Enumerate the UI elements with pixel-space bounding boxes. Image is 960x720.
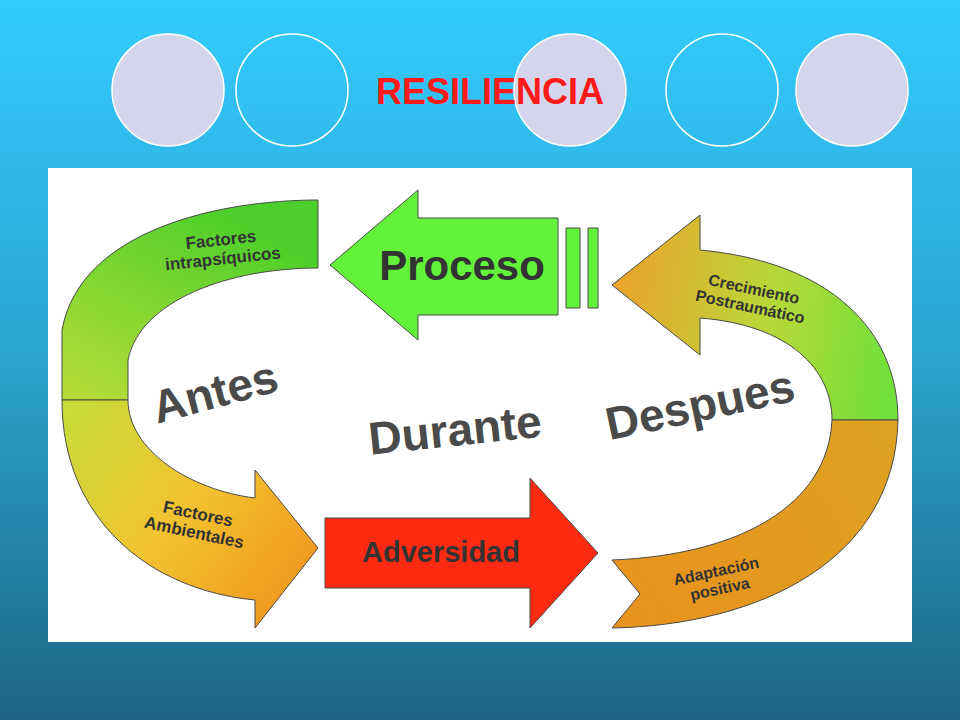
slide-title: RESILIENCIA: [376, 72, 604, 112]
deco-circle: [796, 34, 908, 146]
deco-ring: [236, 34, 348, 146]
shape-path: [62, 400, 318, 628]
phase-label: Despues: [601, 360, 799, 449]
node-outline: [605, 410, 905, 635]
shape-path: [330, 190, 558, 340]
shape-path: [62, 200, 318, 400]
deco-circle: [112, 34, 224, 146]
node-label: Proceso: [379, 243, 545, 289]
shape-path: [588, 228, 598, 308]
arrow-shape: Adversidad: [320, 473, 603, 633]
shape-path: [325, 478, 598, 628]
phase-label: Durante: [366, 396, 544, 464]
curved-arrow: Factores Ambientales: [55, 395, 325, 635]
curved-band: Adaptación positiva: [605, 410, 905, 635]
node-label: Adversidad: [362, 537, 520, 569]
shape-path: [566, 228, 580, 308]
shape-path: [612, 420, 898, 628]
arrow-shape: Proceso: [325, 185, 605, 345]
phase-label: Antes: [147, 351, 284, 433]
white-panel: [48, 168, 912, 642]
deco-ring: [666, 34, 778, 146]
